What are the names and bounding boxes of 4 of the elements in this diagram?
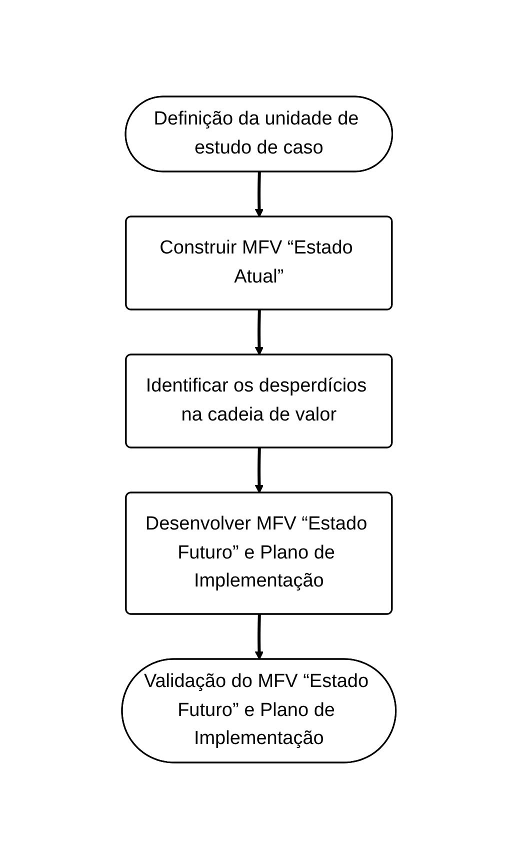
arrow (254, 448, 264, 494)
arrow (254, 310, 264, 356)
arrow (254, 614, 264, 660)
arrow (254, 172, 264, 218)
